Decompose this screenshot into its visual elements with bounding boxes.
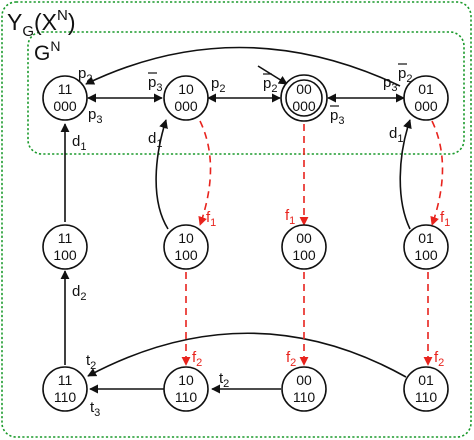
node-top-label: 01	[418, 230, 434, 246]
inner-box-label: GN	[34, 38, 60, 65]
edge-d-to-h	[430, 120, 444, 226]
label-f1-d: f1	[440, 209, 450, 229]
node-00-000-initial: 00 000	[280, 74, 328, 122]
outer-box-label: YG(XN)	[7, 7, 76, 40]
label-d1-mid: d1	[148, 130, 162, 150]
label-f2-h: f2	[434, 349, 444, 369]
label-d1-left: d1	[72, 133, 86, 153]
node-10-000: 10 000	[163, 75, 209, 121]
node-bottom-label: 110	[175, 389, 198, 405]
node-00-110: 00 110	[281, 366, 327, 412]
label-d2: d2	[72, 283, 86, 303]
label-f1-b: f1	[206, 209, 216, 229]
label-d1-right: d1	[389, 125, 403, 145]
edge-d-to-a	[85, 46, 401, 87]
edge-h-to-d	[399, 119, 412, 230]
node-11-100: 11 100	[42, 224, 88, 270]
node-01-000: 01 000	[403, 75, 449, 121]
label-t2-arc: t2	[86, 352, 96, 372]
node-bottom-label: 000	[174, 98, 198, 114]
node-top-label: 11	[58, 81, 73, 97]
label-t3: t3	[90, 399, 100, 419]
node-bottom-label: 100	[414, 247, 438, 263]
initial-arrow	[257, 65, 288, 85]
label-p2-top: p2	[78, 65, 92, 85]
node-top-label: 11	[58, 372, 73, 388]
node-01-100: 01 100	[403, 224, 449, 270]
label-p2-bc: p2	[211, 75, 225, 95]
node-bottom-label: 100	[53, 247, 77, 263]
node-top-label: 10	[178, 81, 194, 97]
node-bottom-label: 000	[292, 98, 316, 114]
edge-l-to-i	[87, 332, 407, 378]
node-bottom-label: 100	[174, 247, 198, 263]
label-p3-bar-cd: p3	[330, 107, 344, 127]
label-p2-bar-bc: p2	[263, 75, 277, 95]
node-top-label: 10	[178, 372, 194, 388]
label-f1-c: f1	[285, 207, 295, 227]
node-bottom-label: 110	[54, 389, 77, 405]
label-t2-kj: t2	[219, 370, 229, 390]
node-top-label: 00	[296, 230, 312, 246]
node-top-label: 10	[178, 230, 194, 246]
edge-f-to-b	[155, 119, 169, 230]
node-11-000: 11 000	[42, 75, 88, 121]
edge-b-to-f	[198, 120, 212, 226]
node-bottom-label: 000	[414, 98, 438, 114]
node-bottom-label: 110	[415, 389, 438, 405]
label-p3-ab: p3	[88, 106, 102, 126]
label-p3-cd: p3	[383, 74, 397, 94]
node-10-100: 10 100	[163, 224, 209, 270]
node-01-110: 01 110	[403, 366, 449, 412]
label-f2-g: f2	[286, 349, 296, 369]
node-top-label: 01	[418, 81, 434, 97]
label-f2-f: f2	[192, 349, 202, 369]
node-top-label: 00	[296, 81, 312, 97]
node-bottom-label: 110	[293, 389, 316, 405]
node-top-label: 01	[418, 372, 434, 388]
node-00-100: 00 100	[281, 224, 327, 270]
node-top-label: 11	[58, 230, 73, 246]
node-bottom-label: 100	[292, 247, 316, 263]
node-top-label: 00	[296, 372, 312, 388]
label-p3-bar-ab: p3	[148, 74, 162, 94]
label-p2-bar-top: p2	[398, 65, 412, 85]
node-bottom-label: 000	[53, 98, 77, 114]
node-11-110: 11 110	[42, 366, 88, 412]
inner-frame	[27, 31, 465, 155]
node-10-110: 10 110	[163, 366, 209, 412]
